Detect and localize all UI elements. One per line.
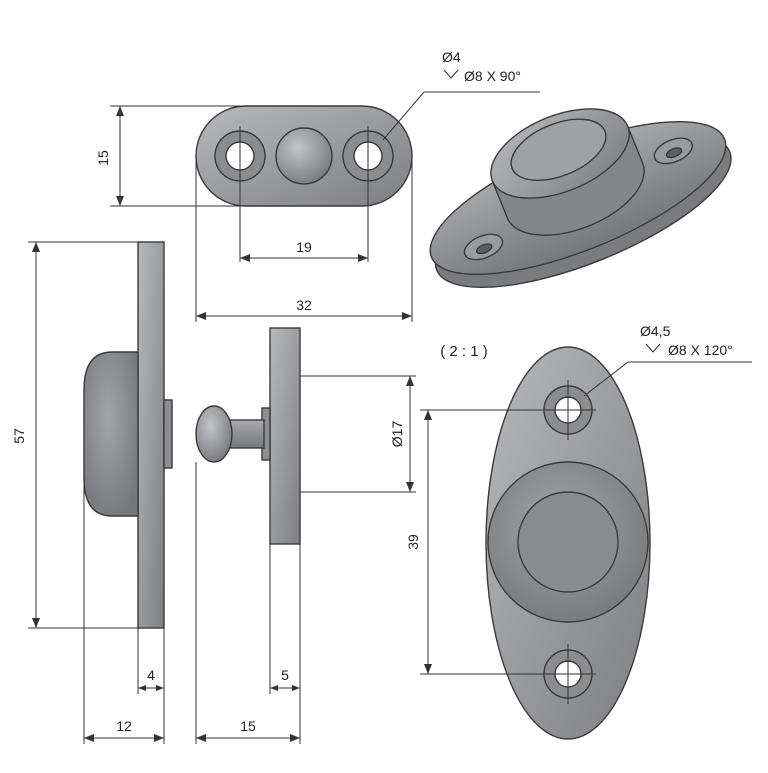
iso-cylinder-recess: [510, 118, 607, 182]
dim-height-top-label: 15: [95, 150, 111, 166]
top-ball: [275, 127, 333, 185]
side-plate: [137, 241, 165, 629]
dim-hole-spacing-front: 39: [405, 409, 568, 675]
dim-striker-depth-label: 15: [240, 718, 256, 734]
callout-top-hole-diameter: Ø4: [442, 49, 461, 65]
dim-body-depth: 12: [83, 478, 165, 744]
side-view-catch: [83, 241, 173, 629]
callout-front-hole-diameter: Ø4,5: [640, 323, 671, 339]
dim-total-height: 57: [11, 241, 138, 629]
side-view-striker: [195, 327, 301, 545]
top-view: [195, 105, 413, 262]
dim-height-top: 15: [95, 105, 300, 207]
callout-top-hole: Ø4 Ø8 X 90°: [382, 49, 540, 141]
dim-plate-thickness: 4: [137, 628, 165, 694]
side-dome: [83, 351, 139, 517]
dim-width-top-label: 32: [296, 297, 312, 313]
callout-front-hole-countersink: Ø8 X 120°: [668, 342, 733, 358]
callout-top-hole-countersink: Ø8 X 90°: [464, 68, 521, 84]
striker-plate: [269, 327, 301, 545]
dim-body-depth-label: 12: [116, 718, 132, 734]
side-stub: [163, 399, 173, 469]
dim-striker-diameter-label: Ø17: [389, 421, 405, 448]
front-dome-inner: [517, 491, 619, 593]
dim-hole-spacing-top: 19: [240, 239, 368, 262]
dim-width-top: 32: [195, 156, 413, 322]
iso-left-hole: [463, 233, 504, 261]
striker-ball: [195, 405, 233, 463]
dim-plate-thickness-label: 4: [147, 667, 155, 683]
dim-hole-spacing-front-label: 39: [405, 534, 421, 550]
dim-striker-depth: 15: [195, 462, 301, 744]
dim-striker-plate-thickness-label: 5: [281, 667, 289, 683]
dim-hole-spacing-top-label: 19: [296, 239, 312, 255]
dim-striker-diameter: Ø17: [300, 375, 416, 493]
isometric-view: [429, 108, 732, 289]
callout-front-hole: Ø4,5 Ø8 X 120°: [583, 323, 752, 397]
dim-striker-plate-thickness: 5: [269, 544, 301, 694]
iso-right-hole: [653, 137, 693, 165]
dim-total-height-label: 57: [11, 428, 27, 444]
scale-note: ( 2 : 1 ): [440, 343, 488, 360]
front-view: [485, 346, 651, 740]
